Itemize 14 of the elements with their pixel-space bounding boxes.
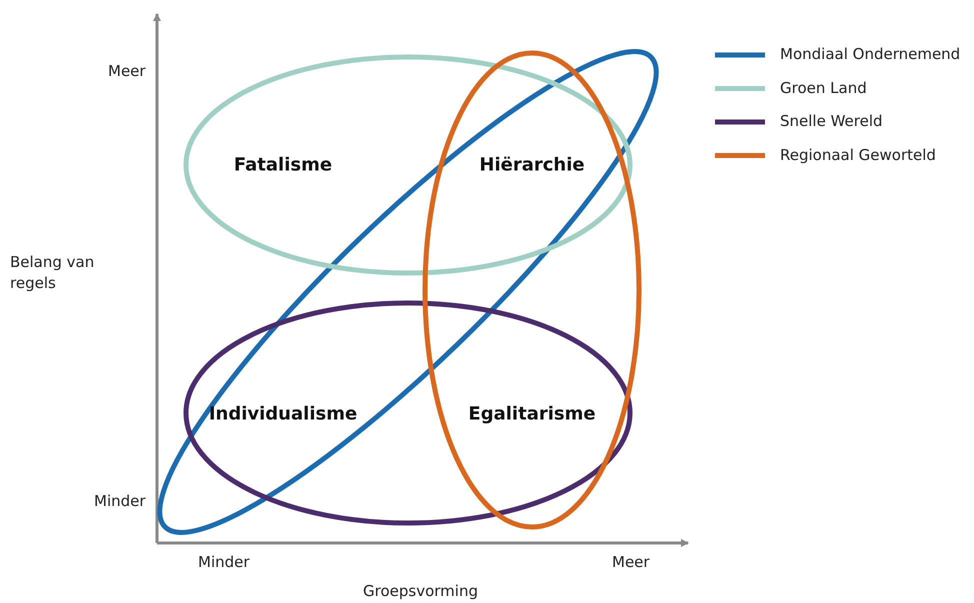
axis-title: Groepsvorming [363,581,478,602]
quadrant-label: Egalitarisme [468,404,596,424]
quadrant-label: Individualisme [208,404,358,424]
axis-tick-label: Minder [94,491,146,512]
legend-label: Groen Land [780,78,867,98]
legend-label: Mondiaal Ondernemend [780,44,960,65]
axis-tick-label: Minder [198,552,250,573]
axis-tick-label: Meer [612,552,650,573]
axis-title: Belang van regels [10,252,96,294]
legend-label: Regionaal Geworteld [780,144,936,166]
quadrant-label: Fatalisme [234,154,332,176]
axis-tick-label: Meer [108,61,146,82]
quadrant-label: Hiërarchie [479,154,585,176]
legend-label: Snelle Wereld [780,111,883,132]
